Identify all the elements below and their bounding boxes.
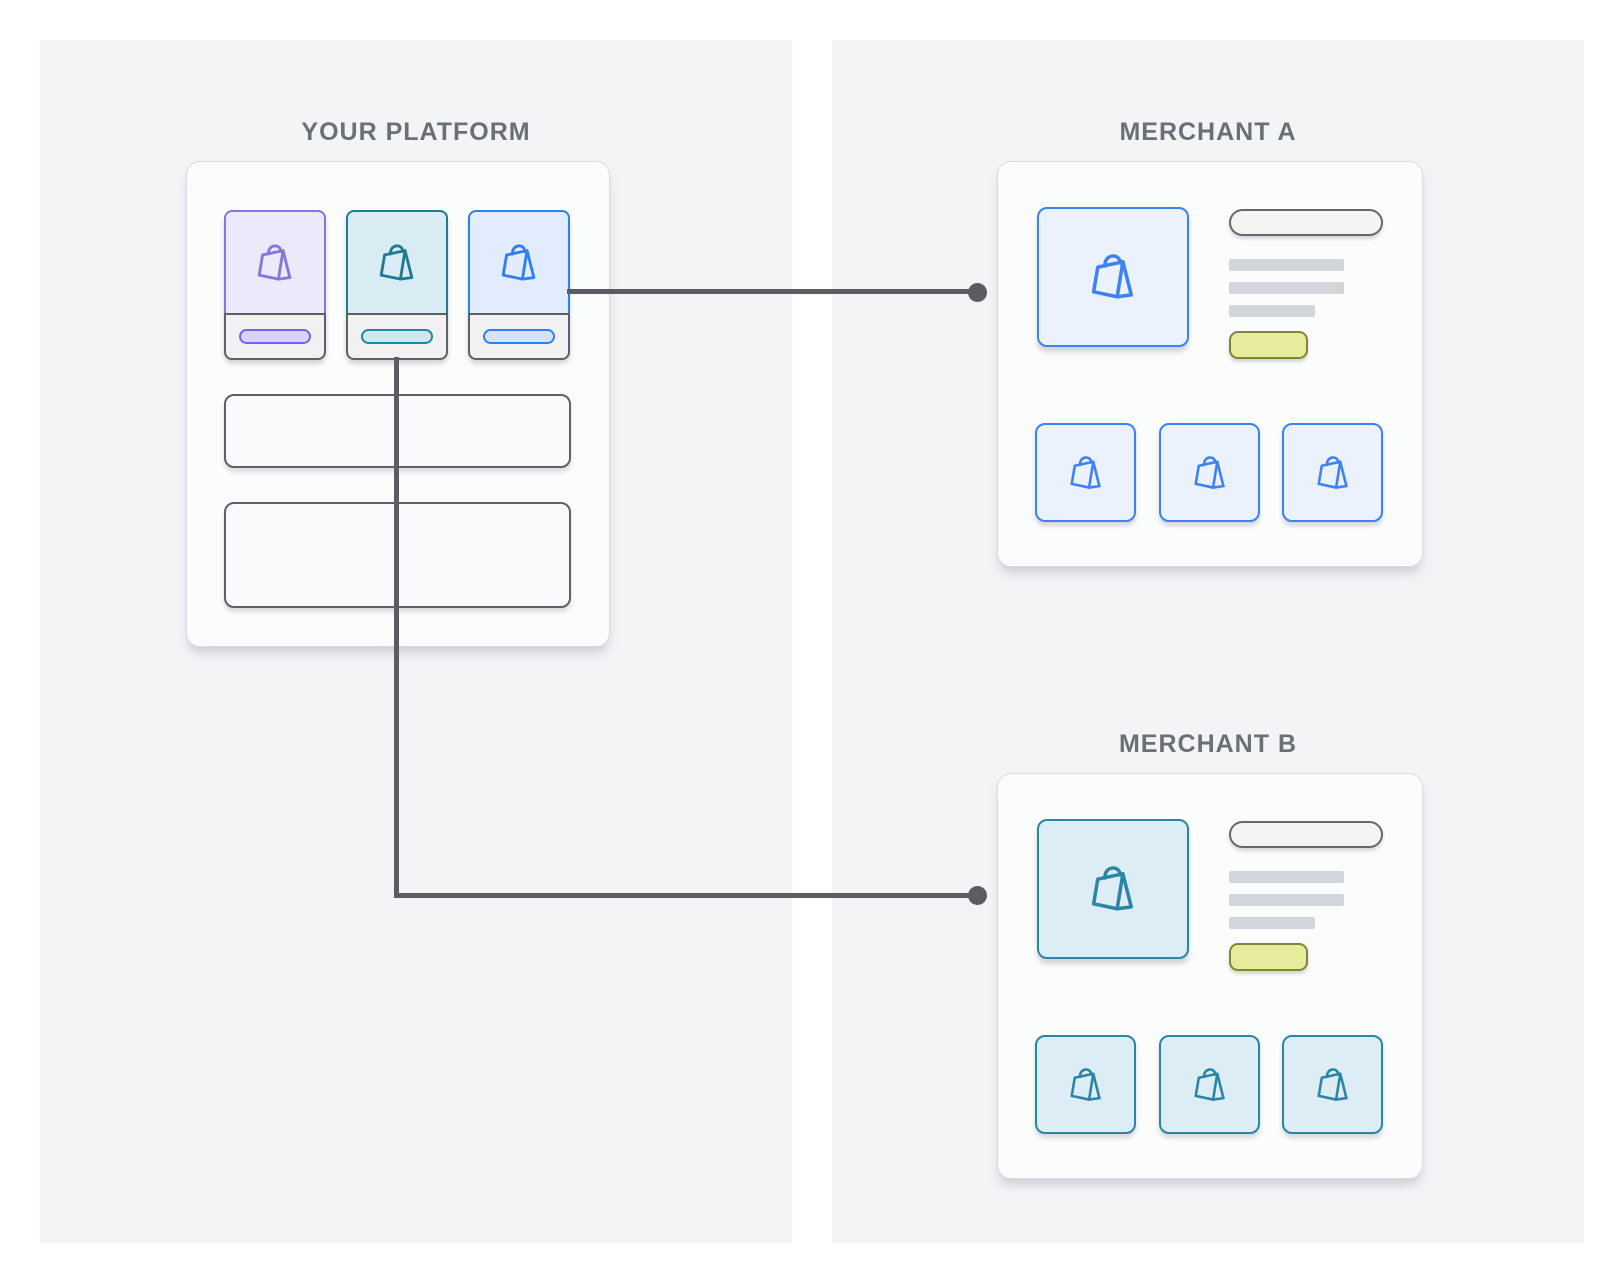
store-card-teal [346,210,448,360]
product-tile [1282,423,1383,522]
store-card-blue [468,210,570,360]
connector-line-blue-to-merchant-a [567,289,977,294]
shopping-bag-icon [257,243,292,281]
product-tile [1282,1035,1383,1134]
hero-product-tile [1037,207,1189,347]
wireframe-input [1229,821,1383,848]
text-line-bar [1229,259,1344,271]
shopping-bag-icon [1069,455,1101,489]
store-card-footer [224,313,326,360]
your-platform-panel: YOUR PLATFORM [40,40,792,1243]
connector-dot-merchant-b [968,886,987,905]
store-thumbnail [224,210,326,313]
store-card-purple [224,210,326,360]
shopping-bag-icon [379,243,414,281]
wireframe-input [1229,209,1383,236]
store-card-footer [468,313,570,360]
merchant-a-title: MERCHANT A [1119,118,1297,146]
product-tile [1035,1035,1136,1134]
connector-line-teal-to-merchant-b [394,893,977,898]
connector-dot-merchant-a [968,283,987,302]
shopping-bag-icon [1316,455,1348,489]
store-action-pill [483,329,555,344]
text-line-bar [1229,894,1344,906]
text-line-bar [1229,305,1315,317]
store-action-pill [361,329,433,344]
text-line-bar [1229,282,1344,294]
shopping-bag-icon [1091,254,1133,299]
platform-title: YOUR PLATFORM [301,118,531,146]
buy-button [1229,943,1308,971]
store-thumbnail [468,210,570,313]
product-tile [1159,423,1260,522]
shopping-bag-icon [1069,1067,1101,1101]
merchant-b-title: MERCHANT B [1118,730,1298,758]
store-thumbnail [346,210,448,313]
platform-card [186,161,610,647]
store-action-pill [239,329,311,344]
shopping-bag-icon [1193,1067,1225,1101]
merchant-b-storefront [997,773,1423,1179]
shopping-bag-icon [1193,455,1225,489]
shopping-bag-icon [1091,866,1133,911]
product-tile [1035,423,1136,522]
buy-button [1229,331,1308,359]
connector-line-teal-vertical [394,357,399,898]
shopping-bag-icon [1316,1067,1348,1101]
shopping-bag-icon [501,243,536,281]
hero-product-tile [1037,819,1189,959]
store-card-footer [346,313,448,360]
merchants-panel: MERCHANT A MERCHANT B [832,40,1584,1243]
merchant-a-storefront [997,161,1423,567]
product-tile [1159,1035,1260,1134]
text-line-bar [1229,871,1344,883]
text-line-bar [1229,917,1315,929]
